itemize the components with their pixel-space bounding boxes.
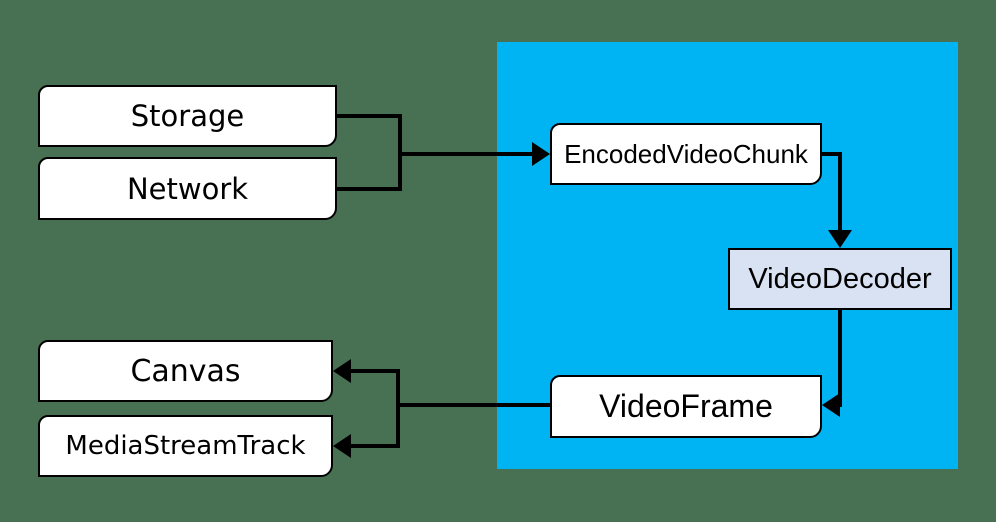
media-stream-track-label: MediaStreamTrack	[65, 431, 306, 461]
encoded-video-chunk-label: EncodedVideoChunk	[564, 138, 808, 169]
connector-storage-out	[337, 114, 402, 118]
storage-node: Storage	[38, 85, 337, 147]
connector-encoded-video-chunk-out	[820, 152, 842, 156]
encoded-video-chunk-node: EncodedVideoChunk	[550, 123, 822, 185]
video-frame-label: VideoFrame	[599, 388, 773, 424]
connector-to-encoded-video-chunk	[398, 152, 532, 156]
network-node: Network	[38, 157, 337, 220]
connector-network-out	[337, 187, 402, 191]
arrowhead-into-encoded-video-chunk-icon	[532, 142, 550, 166]
video-decoder-label: VideoDecoder	[748, 262, 932, 295]
video-frame-node: VideoFrame	[550, 375, 822, 438]
connector-down-to-video-decoder	[838, 152, 842, 232]
video-decoder-node: VideoDecoder	[728, 248, 952, 310]
connector-sinks-split	[396, 369, 400, 448]
arrowhead-into-media-stream-track-icon	[333, 434, 351, 458]
connector-to-media-stream-track	[349, 444, 400, 448]
media-stream-track-node: MediaStreamTrack	[38, 415, 333, 477]
arrowhead-into-video-frame-icon	[822, 393, 840, 417]
canvas-node: Canvas	[38, 340, 333, 402]
arrowhead-into-video-decoder-icon	[828, 230, 852, 248]
network-label: Network	[126, 171, 249, 206]
arrowhead-into-canvas-icon	[333, 359, 351, 383]
connector-video-decoder-out	[838, 309, 842, 407]
canvas-label: Canvas	[130, 353, 241, 389]
connector-to-canvas	[349, 369, 400, 373]
storage-label: Storage	[130, 99, 245, 133]
connector-video-frame-out	[398, 403, 551, 407]
